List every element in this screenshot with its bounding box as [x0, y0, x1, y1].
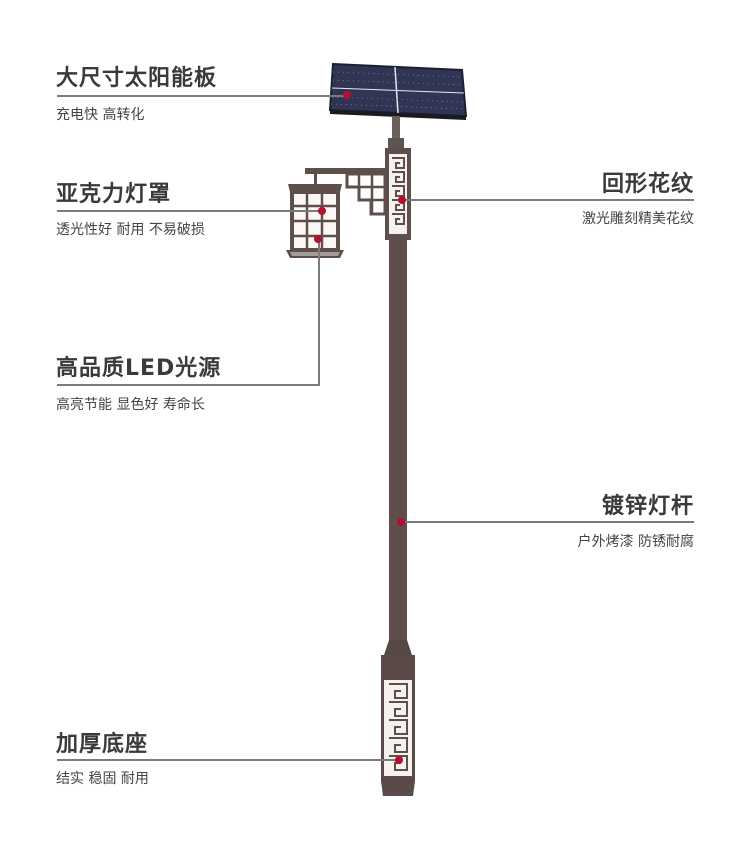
- leader-line-solar: [57, 95, 347, 97]
- base-title: 加厚底座: [56, 732, 149, 757]
- marker-pole: [397, 518, 405, 526]
- marker-pattern: [398, 196, 406, 204]
- leader-line-pole: [401, 521, 694, 523]
- lamp-shade-subtitle: 透光性好 耐用 不易破损: [56, 222, 205, 238]
- pole-subtitle: 户外烤漆 防锈耐腐: [577, 534, 694, 550]
- fret-pattern-base-icon: [381, 680, 415, 796]
- lamp-shade-title: 亚克力灯罩: [56, 182, 172, 207]
- base-subtitle: 结实 稳固 耐用: [56, 771, 149, 787]
- leader-line-led: [57, 384, 320, 386]
- fret-pattern-title: 回形花纹: [601, 172, 694, 197]
- led-source-subtitle: 高亮节能 显色好 寿命长: [56, 397, 205, 413]
- led-source-title: 高品质LED光源: [56, 356, 222, 381]
- marker-base: [395, 756, 403, 764]
- leader-line-base: [57, 759, 401, 761]
- leader-line-pattern: [401, 199, 694, 201]
- lamp-arm-icon: [305, 168, 387, 216]
- solar-panel-subtitle: 充电快 高转化: [56, 107, 145, 123]
- leader-line-led-vertical: [318, 240, 320, 385]
- marker-led: [314, 235, 322, 243]
- fret-pattern-subtitle: 激光雕刻精美花纹: [582, 211, 694, 227]
- marker-solar: [343, 91, 351, 99]
- solar-panel-title: 大尺寸太阳能板: [56, 66, 218, 91]
- pole-title: 镀锌灯杆: [601, 494, 694, 519]
- fret-pattern-upper-icon: [385, 148, 411, 240]
- solar-panel-icon: [328, 62, 468, 148]
- lantern-icon: [286, 184, 344, 258]
- leader-line-lampshade: [57, 210, 319, 212]
- marker-lampshade: [318, 207, 326, 215]
